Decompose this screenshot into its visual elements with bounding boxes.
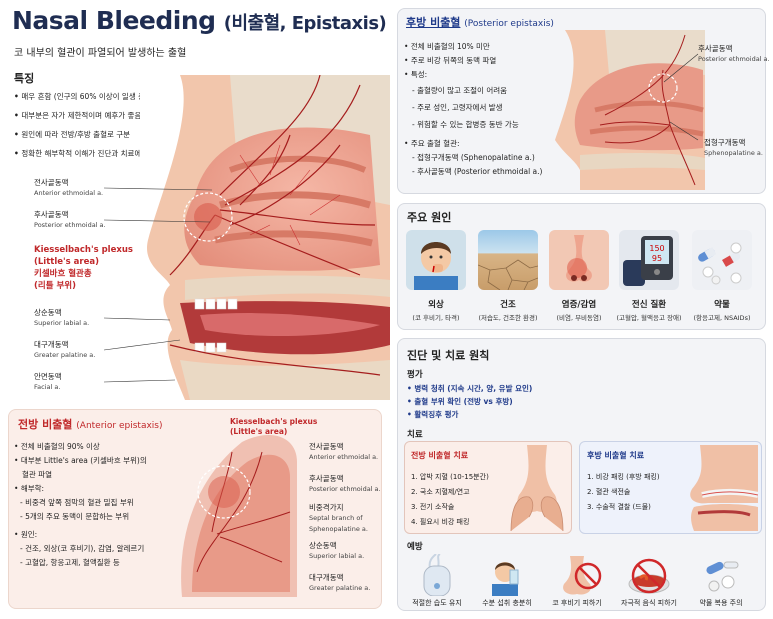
- label-kiesselbach-plexus: Kiesselbach's plexus (Little's area) 키셀바…: [34, 245, 133, 291]
- list-item: 대부분은 자가 제한적이며 예후가 좋음: [14, 106, 214, 125]
- prevention-humidity: 적절한 습도 유지: [400, 553, 474, 608]
- boy-icon: [406, 230, 466, 290]
- dry-land-icon: [478, 230, 538, 290]
- nasal-packing-icon: [690, 445, 758, 531]
- prevention-no-picking: 코 후비기 피하기: [540, 554, 614, 608]
- post-treat-steps: 1. 비강 패킹 (후방 패킹) 2. 혈관 색전술 3. 수술적 결찰 (드물…: [587, 473, 660, 511]
- leader-lines: [103, 187, 213, 383]
- causes-heading: 주요 원인: [407, 211, 452, 224]
- pills-caution-icon: [684, 554, 758, 596]
- title-en: Nasal Bleeding: [12, 6, 216, 35]
- humidifier-icon: [400, 553, 474, 597]
- features-list: 매우 흔함 (인구의 60% 이상이 일생 중 경험) 대부분은 자가 제한적이…: [14, 87, 214, 163]
- label-kiesselbach-small: Kiesselbach's plexus(Little's area): [230, 417, 318, 436]
- cause-dryness: 건조 (저습도, 건조한 환경): [475, 230, 541, 322]
- inflamed-nose-icon: [549, 230, 609, 290]
- list-item: 매우 흔함 (인구의 60% 이상이 일생 중 경험): [14, 87, 214, 106]
- blood-pressure-monitor-icon: 150 95: [619, 230, 679, 290]
- cause-medication: 약물 (항응고제, NSAIDs): [689, 230, 755, 322]
- anterior-title: 전방 비출혈 (Anterior epistaxis): [18, 418, 163, 431]
- prevention-spicy-food: 자극적 음식 피하기: [612, 554, 686, 608]
- ant-treat-title: 전방 비출혈 치료: [411, 451, 469, 460]
- ant-treat-steps: 1. 압박 지혈 (10-15분간) 2. 국소 지혈제/연고 3. 전기 소작…: [411, 473, 489, 526]
- posterior-title: 후방 비출혈 (Posterior epistaxis): [406, 16, 554, 29]
- diagnosis-heading: 진단 및 치료 원칙: [407, 349, 490, 362]
- prevention-hydration: 수분 섭취 충분히: [470, 554, 544, 608]
- cause-systemic: 150 95 전신 질환 (고혈압, 혈액응고 장애): [616, 230, 682, 322]
- drinking-water-icon: [470, 554, 544, 596]
- prevention-medication: 약물 복용 주의: [684, 554, 758, 608]
- nasal-anatomy-illustration: [140, 75, 390, 400]
- no-spicy-food-icon: [612, 554, 686, 596]
- post-treat-title: 후방 비출혈 치료: [587, 451, 645, 460]
- page-title: Nasal Bleeding (비출혈, Epistaxis): [12, 6, 387, 35]
- posterior-leaders: [663, 53, 699, 141]
- posterior-illustration: [555, 30, 705, 190]
- no-nose-picking-icon: [540, 554, 614, 596]
- cause-inflammation: 염증/감염 (비염, 부비동염): [546, 230, 612, 322]
- svg-text:150: 150: [649, 244, 664, 253]
- anterior-text: • 전체 비출혈의 90% 이상 • 대부분 Little's area (키셀…: [14, 440, 189, 570]
- septum-illustration: [181, 434, 297, 597]
- cause-trauma: 외상 (코 후비기, 타격): [403, 230, 469, 322]
- eval-list: • 병력 청취 (지속 시간, 양, 유발 요인) • 출혈 부위 확인 (전방…: [407, 384, 533, 419]
- list-item: 정확한 해부학적 이해가 진단과 치료에 중요: [14, 144, 214, 163]
- pills-icon: [692, 230, 752, 290]
- eval-heading: 평가: [407, 370, 423, 380]
- title-sub: (비출혈, Epistaxis): [223, 13, 387, 34]
- posterior-text: • 전체 비출혈의 10% 미만 • 주로 비강 뒤쪽의 동맥 파열 • 특성:…: [404, 40, 569, 179]
- treat-heading: 치료: [407, 430, 423, 440]
- svg-text:95: 95: [652, 254, 662, 263]
- lead-text: 코 내부의 혈관이 파열되어 발생하는 출혈: [14, 48, 187, 59]
- prevention-heading: 예방: [407, 542, 423, 552]
- features-heading: 특징: [14, 72, 35, 85]
- nose-pinch-icon: [510, 445, 564, 531]
- list-item: 원인에 따라 전방/후방 출혈로 구분: [14, 125, 214, 144]
